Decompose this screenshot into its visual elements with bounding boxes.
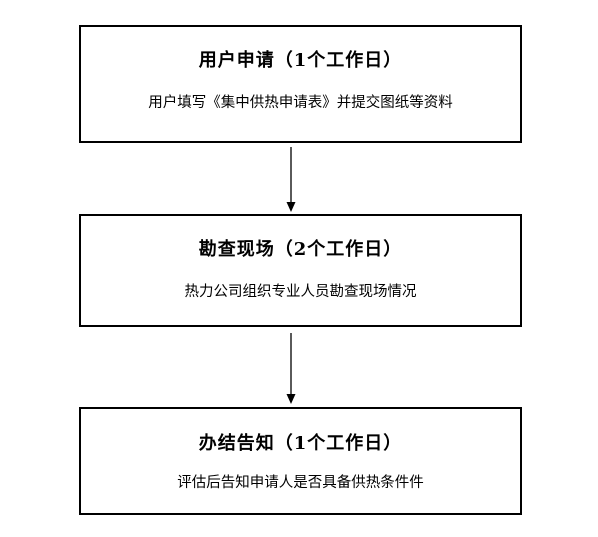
step-title: 用户申请（1个工作日） [198, 50, 403, 71]
step-title: 勘查现场（2个工作日） [198, 239, 403, 260]
arrow-down-icon [285, 143, 297, 214]
arrow-down-icon-svg [286, 333, 296, 404]
step-description: 用户填写《集中供热申请表》并提交图纸等资料 [148, 95, 453, 111]
step-user-application: 用户申请（1个工作日） 用户填写《集中供热申请表》并提交图纸等资料 [79, 25, 522, 143]
step-description: 热力公司组织专业人员勘查现场情况 [184, 284, 417, 300]
step-description: 评估后告知申请人是否具备供热条件件 [177, 475, 424, 491]
step-title: 办结告知（1个工作日） [198, 433, 403, 454]
step-site-survey: 勘查现场（2个工作日） 热力公司组织专业人员勘查现场情况 [79, 214, 522, 327]
arrow-down-icon [285, 327, 297, 407]
step-completion-notice: 办结告知（1个工作日） 评估后告知申请人是否具备供热条件件 [79, 407, 522, 515]
arrow-down-icon-svg [286, 147, 296, 212]
